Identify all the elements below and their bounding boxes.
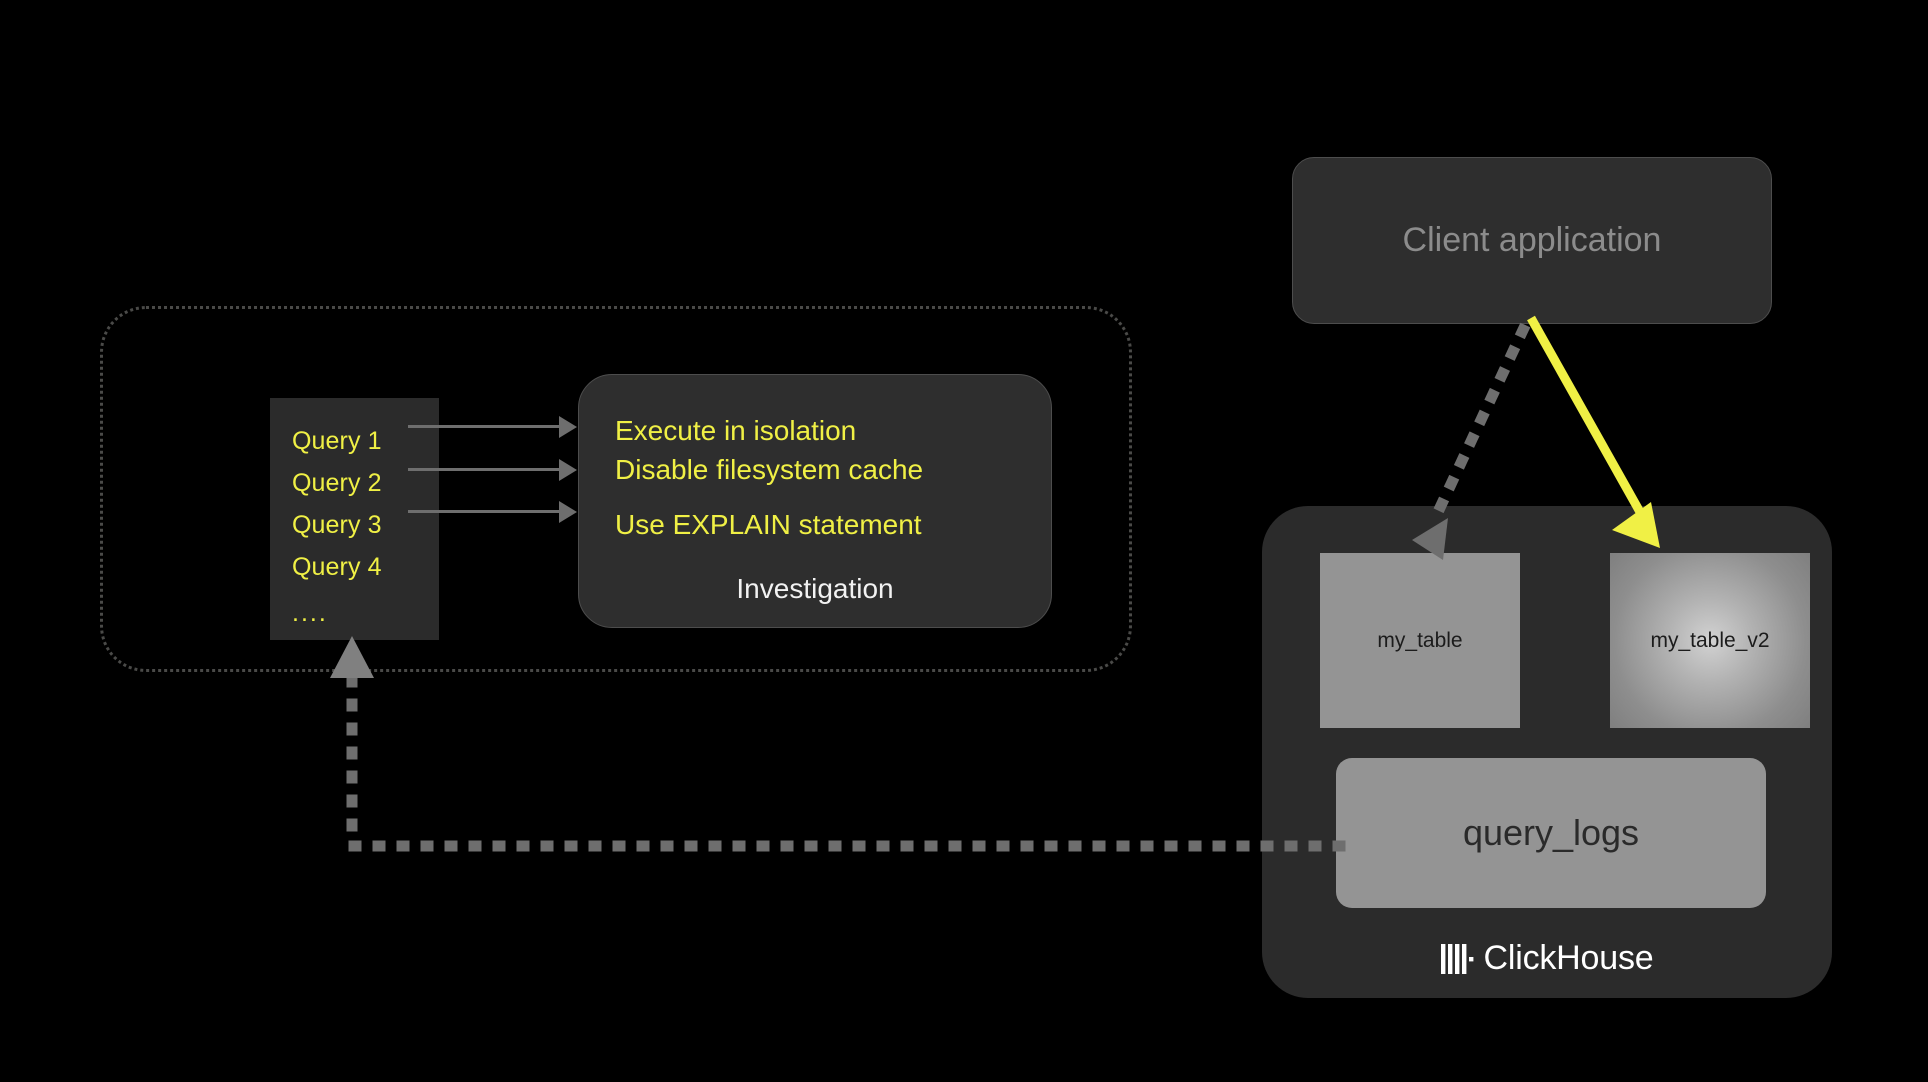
investigation-step: Use EXPLAIN statement bbox=[615, 509, 922, 540]
table-label: my_table bbox=[1377, 628, 1463, 652]
client-application-label: Client application bbox=[1402, 221, 1662, 259]
query-2-arrow bbox=[408, 459, 577, 481]
query-1-arrow bbox=[408, 416, 577, 438]
clickhouse-brand-label: ClickHouse bbox=[1483, 939, 1654, 977]
query-list-box: Query 1 Query 2 Query 3 Query 4 .... bbox=[270, 398, 439, 640]
query-3-arrow bbox=[408, 501, 577, 523]
query-list-item: Query 4 bbox=[292, 553, 382, 581]
table-my-table-v2: my_table_v2 bbox=[1610, 553, 1810, 728]
query-list-item: Query 2 bbox=[292, 469, 382, 497]
clickhouse-panel: my_table my_table_v2 query_logs ClickHou… bbox=[1262, 506, 1832, 998]
investigation-box: Execute in isolation Disable filesystem … bbox=[578, 374, 1052, 628]
query-list-ellipsis: .... bbox=[292, 599, 328, 627]
investigation-step: Disable filesystem cache bbox=[615, 454, 924, 485]
investigation-step: Execute in isolation bbox=[615, 415, 857, 446]
clickhouse-brand: ClickHouse bbox=[1262, 939, 1832, 978]
query-logs-label: query_logs bbox=[1462, 812, 1640, 853]
query-list-item: Query 3 bbox=[292, 511, 382, 539]
investigation-steps: Execute in isolation Disable filesystem … bbox=[615, 411, 1033, 544]
client-application-box: Client application bbox=[1292, 157, 1772, 324]
table-label: my_table_v2 bbox=[1650, 628, 1770, 652]
clickhouse-logo-icon bbox=[1440, 943, 1473, 974]
investigation-caption: Investigation bbox=[736, 573, 894, 604]
table-my-table: my_table bbox=[1320, 553, 1520, 728]
query-list-item: Query 1 bbox=[292, 427, 382, 455]
query-logs-table: query_logs bbox=[1336, 758, 1766, 908]
